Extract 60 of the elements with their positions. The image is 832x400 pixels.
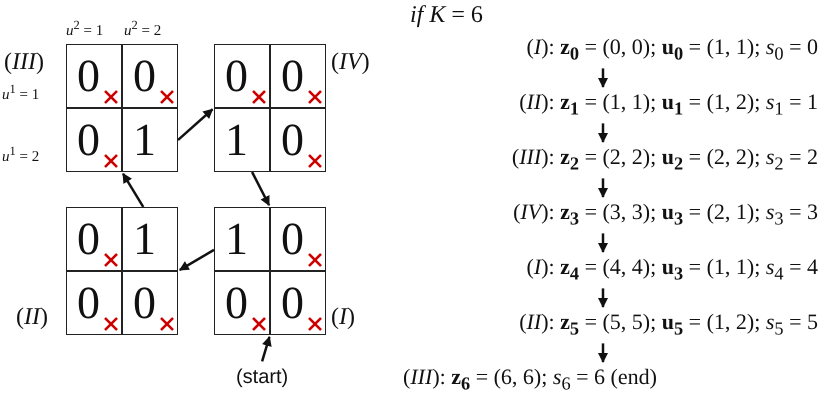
cell-value: 0 (77, 51, 100, 101)
matrix-cell (214, 207, 270, 271)
arrow (598, 233, 608, 253)
matrix-cell (122, 44, 178, 108)
column-label: u$^{2}$ = 2 (124, 18, 162, 40)
cell-value: 1 (225, 115, 248, 165)
cell-value: 0 (281, 115, 304, 165)
matrix-cell (270, 108, 326, 172)
grid-label: (II) (16, 303, 48, 331)
cell-value: 0 (281, 278, 304, 328)
matrix-cell (66, 108, 122, 172)
equation-line: (I): z$_{0}$ = (0, 0); u$_{0}$ = (1, 1); s$_{0}$ = 0 (526, 34, 818, 66)
matrix-cell (214, 271, 270, 335)
cell-value: 0 (225, 278, 248, 328)
arrow (598, 178, 608, 198)
grid-label: (I) (331, 303, 355, 331)
grid-label: (IV) (331, 48, 370, 76)
cell-value: 1 (133, 115, 156, 165)
arrow (260, 336, 272, 362)
matrix-cell (270, 207, 326, 271)
cell-value: 0 (77, 278, 100, 328)
equation-line: (II): z$_{1}$ = (1, 1); u$_{1}$ = (1, 2); s$_{1}$ = 1 (519, 89, 818, 122)
equation-line: (IV): z$_{3}$ = (3, 3); u$_{3}$ = (2, 1); s$_{3}$ = 3 (513, 199, 818, 232)
grid-label: (III) (4, 48, 44, 76)
cell-value: 0 (77, 115, 100, 165)
arrow (598, 123, 608, 143)
cell-value: 0 (133, 51, 156, 101)
matrix-cell (66, 271, 122, 335)
column-label: u$^{2}$ = 1 (66, 18, 104, 40)
cell-value: 0 (77, 214, 100, 264)
matrix-cell (122, 108, 178, 172)
cell-value: 0 (281, 51, 304, 101)
matrix-cell (214, 108, 270, 172)
condition-label: if K = 6 (410, 2, 483, 29)
equation-line: (III): z$_{2}$ = (2, 2); u$_{2}$ = (2, 2); s$_{2}$ = 2 (512, 144, 818, 176)
start-label: (start) (236, 364, 288, 390)
arrow (178, 248, 215, 272)
matrix-cell (122, 207, 178, 271)
arrow (122, 172, 144, 208)
arrow (598, 343, 608, 363)
arrow (250, 171, 270, 206)
cell-value: 0 (281, 214, 304, 264)
arrow (598, 68, 608, 88)
row-label: u$^{1}$ = 1 (2, 82, 40, 104)
cell-value: 0 (225, 51, 248, 101)
cell-value: 1 (133, 214, 156, 264)
equation-line: (III): z$_{6}$ = (6, 6); s$_{6}$ = 6 (end) (403, 364, 657, 396)
matrix-cell (270, 44, 326, 108)
matrix-cell (66, 207, 122, 271)
matrix-cell (66, 44, 122, 108)
equation-line: (I): z$_{4}$ = (4, 4); u$_{3}$ = (1, 1); s$_{4}$ = 4 (526, 254, 818, 286)
matrix-cell (214, 44, 270, 108)
equation-line: (II): z$_{5}$ = (5, 5); u$_{5}$ = (1, 2); s$_{5}$ = 5 (519, 309, 818, 342)
arrow (598, 288, 608, 308)
matrix-cell (270, 271, 326, 335)
row-label: u$^{1}$ = 2 (2, 144, 40, 166)
cell-value: 0 (133, 278, 156, 328)
matrix-cell (122, 271, 178, 335)
arrow (177, 108, 214, 141)
cell-value: 1 (225, 214, 248, 264)
